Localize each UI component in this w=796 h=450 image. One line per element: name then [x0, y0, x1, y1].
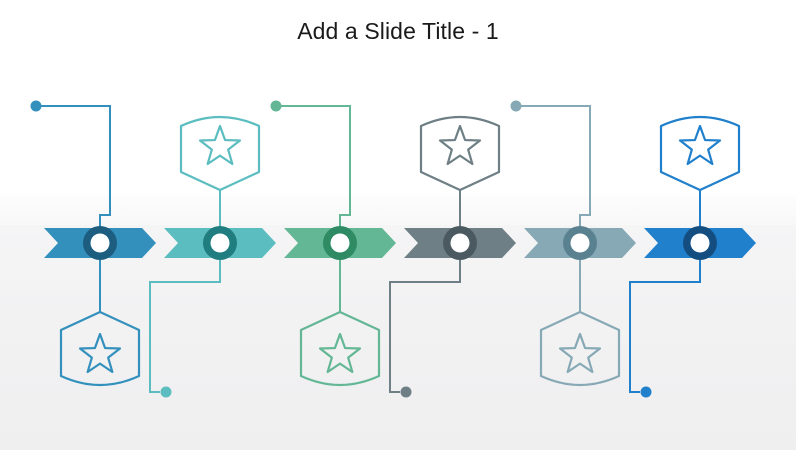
star-icon — [438, 124, 482, 166]
badge-shield-shape — [299, 310, 381, 387]
connector-step-2 — [149, 249, 221, 398]
node-ring-inner — [570, 233, 590, 253]
connector-step-4 — [389, 249, 461, 398]
node-marker-4[interactable] — [443, 226, 477, 260]
background-band-upper — [0, 195, 796, 225]
star-icon — [558, 332, 602, 374]
connector-line — [40, 105, 111, 237]
connector-endpoint-dot — [400, 386, 412, 398]
connector-endpoint-dot — [640, 386, 652, 398]
badge-shield-shape — [659, 115, 741, 192]
node-marker-1[interactable] — [83, 226, 117, 260]
node-ring-inner — [690, 233, 710, 253]
node-marker-5[interactable] — [563, 226, 597, 260]
connector-line — [520, 105, 591, 237]
badge-shield-shape — [179, 115, 261, 192]
badge-step-4[interactable] — [419, 115, 501, 237]
star-icon — [198, 124, 242, 166]
connector-step-6 — [629, 249, 701, 398]
badge-step-3[interactable] — [299, 249, 381, 387]
page-title: Add a Slide Title - 1 — [297, 18, 499, 44]
node-marker-2[interactable] — [203, 226, 237, 260]
star-icon — [678, 124, 722, 166]
badge-step-2[interactable] — [179, 115, 261, 237]
badge-shield-shape — [419, 115, 501, 192]
node-marker-6[interactable] — [683, 226, 717, 260]
node-ring-inner — [210, 233, 230, 253]
connector-endpoint-dot — [30, 100, 42, 112]
connector-endpoint-dot — [270, 100, 282, 112]
connector-step-5 — [510, 100, 591, 237]
badge-step-6[interactable] — [659, 115, 741, 237]
star-icon — [318, 332, 362, 374]
node-ring-inner — [90, 233, 110, 253]
node-ring-inner — [330, 233, 350, 253]
star-icon — [78, 332, 122, 374]
badge-shield-shape — [539, 310, 621, 387]
process-step-3[interactable] — [270, 100, 397, 387]
background-band — [0, 225, 796, 450]
connector-line — [149, 249, 221, 393]
connector-step-3 — [270, 100, 351, 237]
connector-line — [389, 249, 461, 393]
process-step-1[interactable] — [30, 100, 157, 387]
node-ring-inner — [450, 233, 470, 253]
badge-step-5[interactable] — [539, 249, 621, 387]
badge-step-1[interactable] — [59, 249, 141, 387]
node-marker-3[interactable] — [323, 226, 357, 260]
badge-shield-shape — [59, 310, 141, 387]
process-step-5[interactable] — [510, 100, 637, 387]
connector-endpoint-dot — [510, 100, 522, 112]
connector-endpoint-dot — [160, 386, 172, 398]
connector-step-1 — [30, 100, 111, 237]
process-step-4[interactable] — [389, 115, 516, 398]
connector-line — [629, 249, 701, 393]
process-step-2[interactable] — [149, 115, 276, 398]
process-step-6[interactable] — [629, 115, 756, 398]
connector-line — [280, 105, 351, 237]
